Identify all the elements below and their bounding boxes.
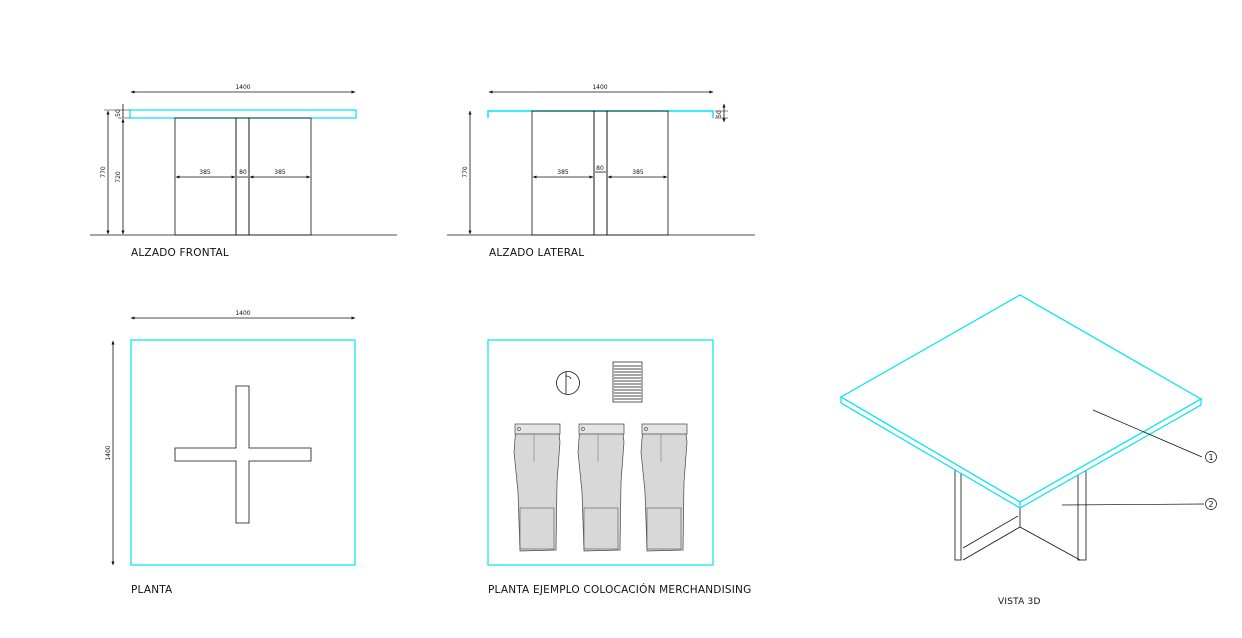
side-right-panel bbox=[606, 110, 669, 236]
plan-table-top bbox=[130, 339, 356, 566]
merch-plan-view bbox=[487, 339, 714, 566]
plan-depth-label: 1400 bbox=[105, 445, 112, 460]
caption-plan: PLANTA bbox=[131, 584, 173, 596]
jeans-icon bbox=[577, 423, 625, 552]
callout-2-circle bbox=[1205, 498, 1217, 510]
view-3d bbox=[839, 294, 1217, 561]
front-elevation bbox=[90, 90, 397, 236]
side-panel-left-label: 385 bbox=[557, 169, 569, 176]
plan-width-label: 1400 bbox=[235, 310, 250, 317]
front-leg-height-label: 720 bbox=[115, 171, 122, 183]
side-width-label: 1400 bbox=[592, 84, 607, 91]
jeans-icon bbox=[513, 423, 561, 552]
merch-table-top bbox=[487, 339, 714, 566]
front-right-panel bbox=[248, 117, 312, 236]
side-center-post bbox=[593, 110, 608, 236]
callout-2-label: 2 bbox=[1208, 500, 1213, 509]
front-total-height-label: 770 bbox=[100, 166, 107, 178]
side-table-top bbox=[487, 110, 714, 118]
iso-table-top bbox=[839, 294, 1203, 510]
caption-merch-plan: PLANTA EJEMPLO COLOCACIÓN MERCHANDISING bbox=[488, 584, 752, 596]
folded-shirt-icon bbox=[612, 361, 643, 403]
hanger-icon bbox=[556, 371, 580, 395]
front-top-thick-label: 50 bbox=[115, 109, 122, 117]
plan-view bbox=[111, 316, 356, 566]
side-elevation bbox=[447, 90, 755, 236]
front-table-top bbox=[129, 109, 357, 119]
side-panel-right-label: 385 bbox=[632, 169, 644, 176]
side-total-height-label: 770 bbox=[462, 166, 469, 178]
iso-callouts bbox=[1061, 409, 1217, 510]
front-center-post bbox=[235, 117, 250, 236]
jeans-icon bbox=[640, 423, 688, 552]
front-panel-right-label: 385 bbox=[274, 169, 286, 176]
front-width-label: 1400 bbox=[235, 84, 250, 91]
callout-1-circle bbox=[1205, 451, 1217, 463]
caption-side-elevation: ALZADO LATERAL bbox=[489, 247, 585, 259]
front-center-label: 80 bbox=[239, 169, 247, 176]
side-top-thick-label: 50 bbox=[716, 110, 723, 118]
callout-1-label: 1 bbox=[1208, 453, 1213, 462]
plan-cross-base bbox=[174, 385, 312, 524]
caption-front-elevation: ALZADO FRONTAL bbox=[131, 247, 229, 259]
caption-view-3d: VISTA 3D bbox=[998, 597, 1041, 607]
front-left-panel bbox=[174, 117, 237, 236]
front-panel-left-label: 385 bbox=[199, 169, 211, 176]
side-center-label: 80 bbox=[596, 165, 604, 172]
